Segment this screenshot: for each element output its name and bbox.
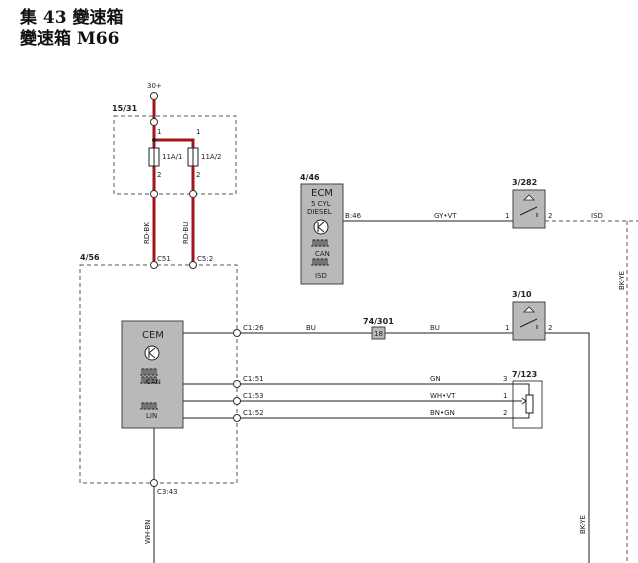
title-line-2: 變速箱 M66 (20, 29, 120, 49)
ecm-box-ref: 4/46 (300, 173, 320, 182)
cem-box-outline (79, 264, 238, 484)
fuse-box-top-terminal (150, 118, 158, 126)
ecm-can-label: CAN (315, 250, 330, 258)
switch-282-pin-1: 1 (505, 212, 509, 220)
switch-10-pressure-icon (523, 306, 535, 313)
wire-label-wh-bn: WH-BN (144, 520, 152, 545)
cem-terminal-c52 (189, 261, 197, 269)
ecm-isd-label: ISD (315, 272, 327, 280)
fuse-terminal-right (189, 190, 197, 198)
cem-processor-icon (144, 345, 160, 361)
wire-bk-ye-bottom (545, 332, 590, 563)
cem-terminal-c343 (150, 479, 158, 487)
splice-ref: 74/301 (363, 317, 394, 326)
cem-module (121, 320, 184, 429)
wire-label-rd-bk: RD-BK (143, 222, 151, 244)
wire-label-bu-b: BU (430, 324, 440, 332)
sensor-pin-1: 1 (503, 392, 507, 400)
cem-lin-label: LIN (146, 412, 157, 420)
fuse-junction (152, 138, 156, 142)
wire-label-bk-ye-bottom: BK-YE (579, 515, 587, 534)
ecm-pin-b46: B:46 (345, 212, 362, 220)
fuse-box-ref: 15/31 (112, 104, 138, 113)
switch-282-ref: 3/282 (512, 178, 537, 187)
cem-conn-c343: C3:43 (157, 488, 178, 496)
wire-label-gn: GN (430, 375, 441, 383)
supply-terminal (150, 92, 158, 100)
cem-conn-c153: C1:53 (243, 392, 264, 400)
fuse-left-label: 11A/1 (162, 153, 183, 161)
cem-conn-c52: C5:2 (197, 255, 213, 263)
fuse-terminal-left (150, 190, 158, 198)
cem-terminal-c152 (233, 414, 241, 422)
wire-label-gy-vt: GY•VT (434, 212, 457, 220)
splice-number: 18 (374, 330, 383, 338)
sensor-ref: 7/123 (512, 370, 537, 379)
switch-10-pin-2: 2 (548, 324, 552, 332)
sensor-pin-3: 3 (503, 375, 507, 383)
cem-conn-c51: C51 (157, 255, 171, 263)
ecm-line-2: DIESEL (307, 208, 332, 216)
page-title: 集 43 變速箱 變速箱 M66 (20, 8, 124, 50)
cem-terminal-c126 (233, 329, 241, 337)
cem-conn-c152: C1:52 (243, 409, 264, 417)
wire-label-bn-gn: BN•GN (430, 409, 455, 417)
switch-282-pin-2: 2 (548, 212, 552, 220)
wire-label-rd-bu: RD-BU (182, 222, 190, 244)
wire-label-bk-ye-top: BK-YE (618, 271, 626, 290)
switch-282-contact-icon (519, 206, 538, 217)
wire-label-bu-a: BU (306, 324, 316, 332)
cem-terminal-c153 (233, 397, 241, 405)
sensor-potentiometer-icon (525, 394, 534, 414)
fuse-pin-bottom-right: 2 (196, 171, 200, 179)
fuse-pin-bottom-left: 2 (157, 171, 161, 179)
cem-box-ref: 4/56 (80, 253, 100, 262)
cem-terminal-c151 (233, 380, 241, 388)
cem-conn-c126: C1:26 (243, 324, 264, 332)
switch-10-ref: 3/10 (512, 290, 532, 299)
cem-can-label: CAN (146, 378, 161, 386)
sensor-pin-2: 2 (503, 409, 507, 417)
title-line-1: 集 43 變速箱 (20, 8, 124, 28)
splice-connector (371, 326, 386, 340)
switch-282-pressure-icon (523, 194, 535, 201)
fuse-pin-top-right: 1 (196, 128, 200, 136)
wire-label-isd: ISD (591, 212, 603, 220)
cem-conn-c151: C1:51 (243, 375, 264, 383)
cem-title: CEM (142, 330, 164, 341)
cem-terminal-c51 (150, 261, 158, 269)
supply-label: 30+ (147, 82, 162, 90)
switch-10-contact-icon (519, 318, 538, 329)
ecm-processor-icon (313, 219, 329, 235)
fuse-pin-top-left: 1 (157, 128, 161, 136)
switch-10-pin-1: 1 (505, 324, 509, 332)
wire-label-wh-vt: WH•VT (430, 392, 456, 400)
ecm-line-1: 5 CYL (311, 200, 331, 208)
fuse-box-outline (113, 115, 237, 195)
ecm-title: ECM (311, 188, 333, 199)
fuse-right-label: 11A/2 (201, 153, 222, 161)
